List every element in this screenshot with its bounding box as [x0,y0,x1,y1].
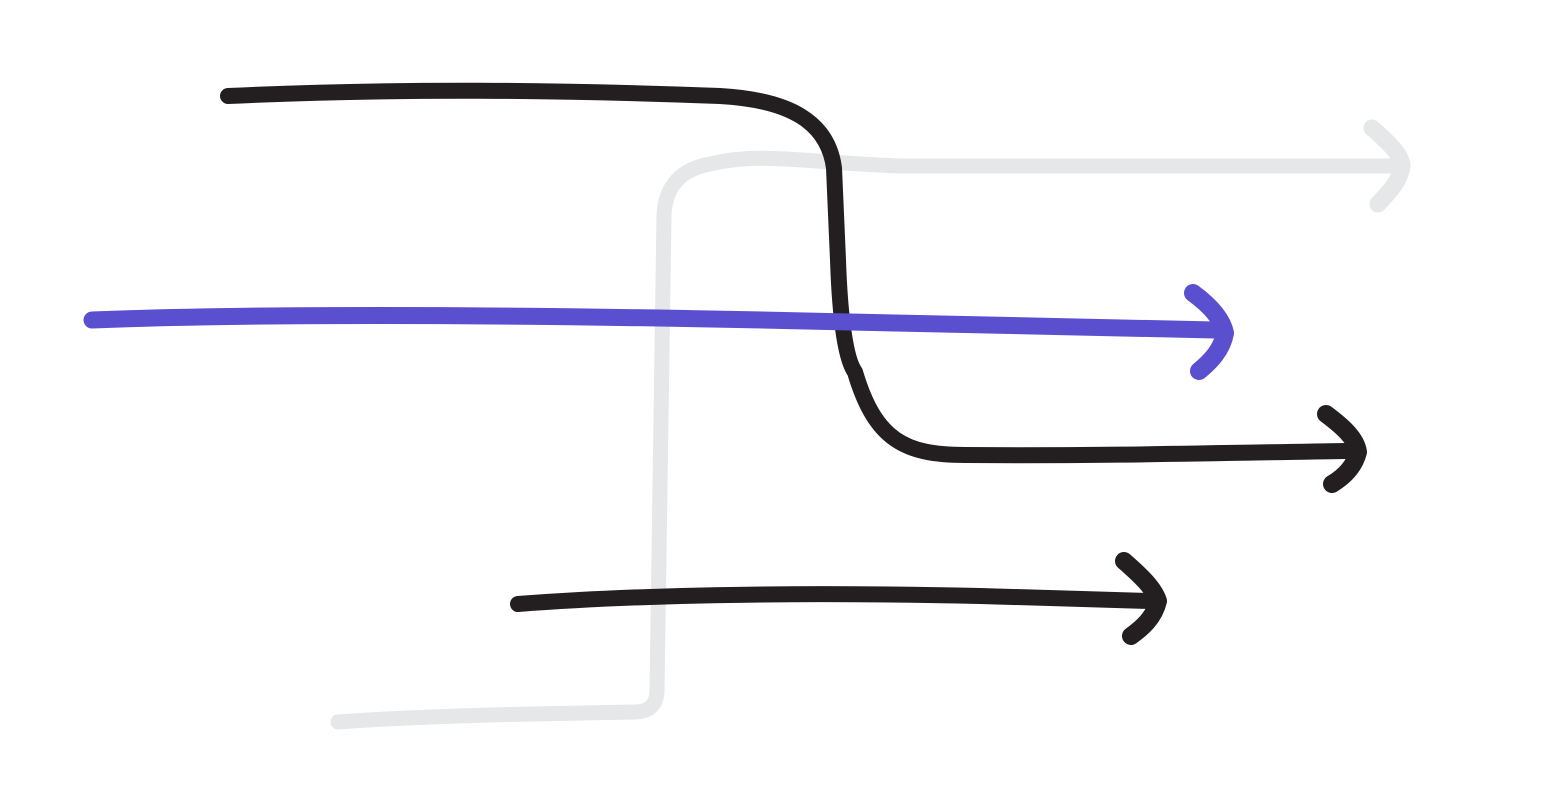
arrow-black-short-shaft [510,586,1158,612]
arrow-grey-route [330,119,1411,730]
arrow-black-route [220,82,1367,493]
arrow-grey-route-head [1363,119,1411,213]
arrow-black-route-head [1317,405,1367,493]
arrow-purple-straight-shaft [83,307,1224,339]
arrow-black-short-head [1115,552,1167,645]
arrow-black-route-shaft [220,82,1353,464]
arrow-purple-straight [83,284,1234,380]
arrow-black-short [510,552,1167,645]
arrow-grey-route-shaft [330,150,1400,730]
arrow-purple-straight-head [1184,284,1234,380]
